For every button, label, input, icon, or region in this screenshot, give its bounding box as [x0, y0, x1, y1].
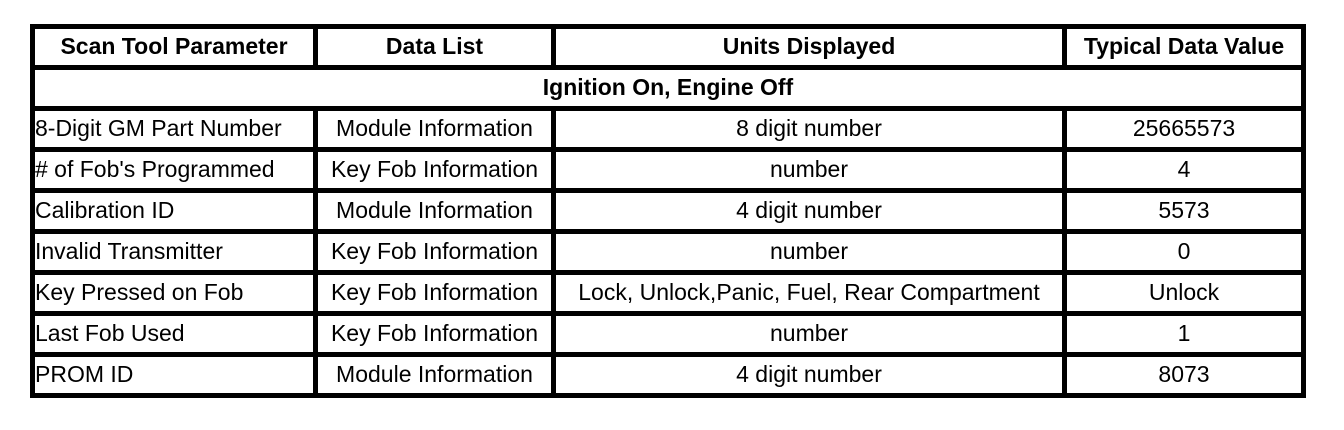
scan-tool-data-table: Scan Tool Parameter Data List Units Disp… [30, 24, 1306, 398]
table-row: # of Fob's Programmed Key Fob Informatio… [30, 147, 1306, 193]
cell-data-list: Module Information [313, 188, 556, 234]
header-units-displayed: Units Displayed [551, 24, 1067, 70]
cell-data-list: Key Fob Information [313, 270, 556, 316]
cell-units: number [551, 311, 1067, 357]
cell-units: 4 digit number [551, 188, 1067, 234]
section-row: Ignition On, Engine Off [30, 65, 1306, 111]
table-row: Last Fob Used Key Fob Information number… [30, 311, 1306, 357]
cell-parameter: Key Pressed on Fob [30, 270, 318, 316]
cell-data-list: Key Fob Information [313, 311, 556, 357]
table-row: Calibration ID Module Information 4 digi… [30, 188, 1306, 234]
cell-value: 4 [1062, 147, 1306, 193]
cell-parameter: 8-Digit GM Part Number [30, 106, 318, 152]
cell-parameter: Invalid Transmitter [30, 229, 318, 275]
cell-parameter: Last Fob Used [30, 311, 318, 357]
section-title: Ignition On, Engine Off [30, 65, 1306, 111]
cell-value: Unlock [1062, 270, 1306, 316]
table-row: Invalid Transmitter Key Fob Information … [30, 229, 1306, 275]
cell-units: 4 digit number [551, 352, 1067, 398]
table-row: Key Pressed on Fob Key Fob Information L… [30, 270, 1306, 316]
cell-value: 5573 [1062, 188, 1306, 234]
cell-units: number [551, 229, 1067, 275]
cell-value: 8073 [1062, 352, 1306, 398]
cell-value: 1 [1062, 311, 1306, 357]
cell-parameter: PROM ID [30, 352, 318, 398]
cell-data-list: Key Fob Information [313, 147, 556, 193]
cell-units: 8 digit number [551, 106, 1067, 152]
cell-value: 25665573 [1062, 106, 1306, 152]
scan-tool-data-table-container: Scan Tool Parameter Data List Units Disp… [30, 24, 1306, 398]
cell-data-list: Key Fob Information [313, 229, 556, 275]
cell-parameter: Calibration ID [30, 188, 318, 234]
header-typical-data-value: Typical Data Value [1062, 24, 1306, 70]
cell-parameter: # of Fob's Programmed [30, 147, 318, 193]
cell-units: number [551, 147, 1067, 193]
cell-value: 0 [1062, 229, 1306, 275]
header-scan-tool-parameter: Scan Tool Parameter [30, 24, 318, 70]
cell-data-list: Module Information [313, 106, 556, 152]
cell-data-list: Module Information [313, 352, 556, 398]
cell-units: Lock, Unlock,Panic, Fuel, Rear Compartme… [551, 270, 1067, 316]
header-data-list: Data List [313, 24, 556, 70]
header-row: Scan Tool Parameter Data List Units Disp… [30, 24, 1306, 70]
table-row: PROM ID Module Information 4 digit numbe… [30, 352, 1306, 398]
table-row: 8-Digit GM Part Number Module Informatio… [30, 106, 1306, 152]
